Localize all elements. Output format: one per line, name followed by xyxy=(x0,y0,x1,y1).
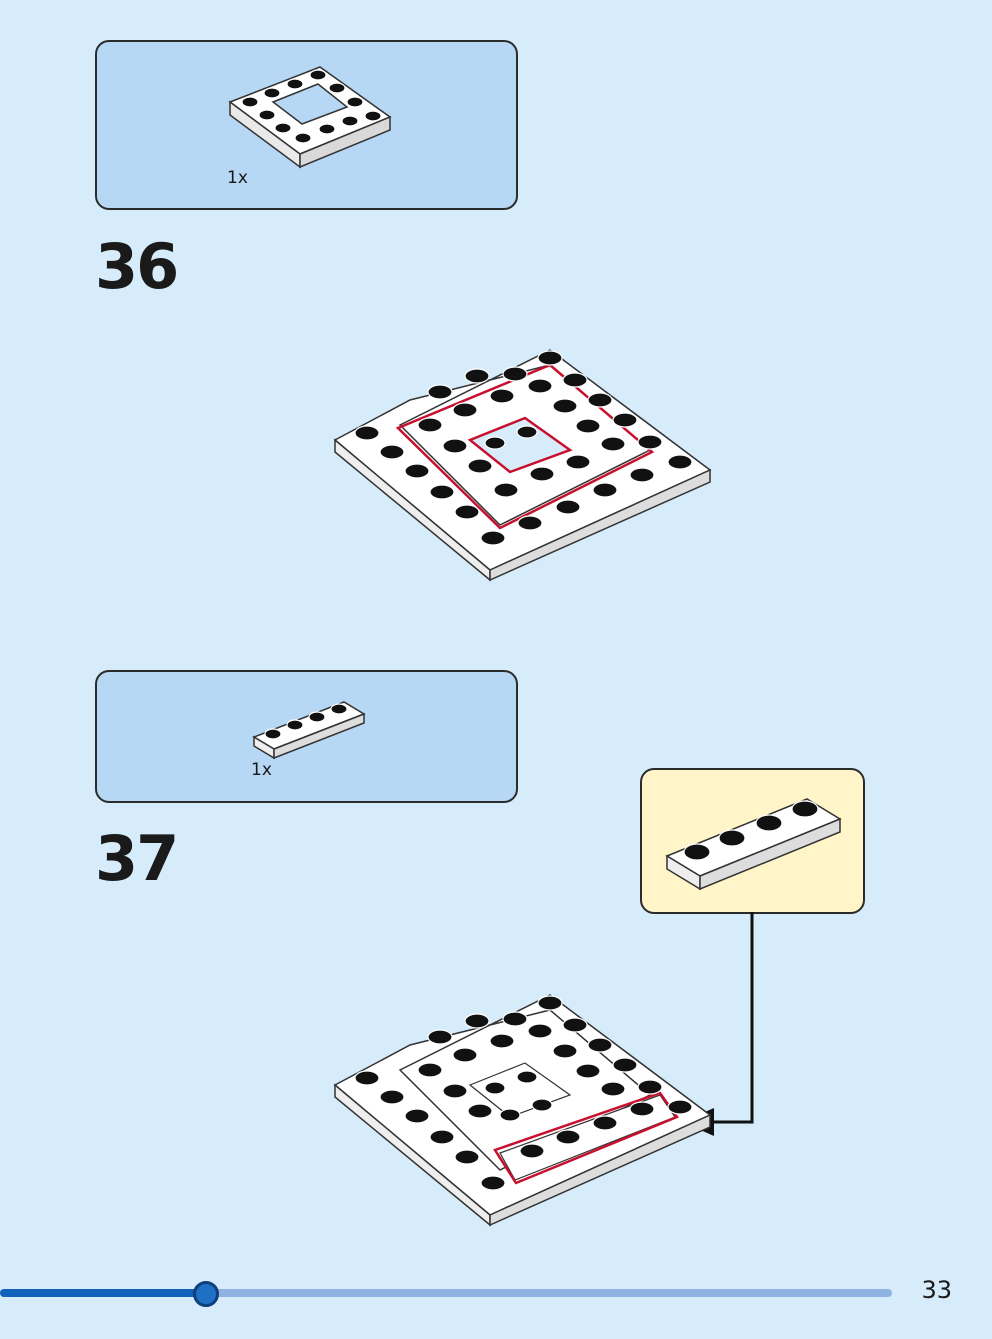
build-model-step-37 xyxy=(333,994,712,1227)
step-number: 37 xyxy=(95,822,179,895)
build-model-step-36 xyxy=(333,349,712,582)
progress-bar xyxy=(0,1281,892,1307)
plate-frame-4x4-icon xyxy=(228,66,392,169)
page-number: 33 xyxy=(921,1276,952,1304)
progress-track xyxy=(0,1289,892,1297)
progress-knob[interactable] xyxy=(193,1281,220,1307)
step-number: 36 xyxy=(95,230,179,303)
parts-box-step-36: 1x xyxy=(95,40,518,210)
progress-fill xyxy=(0,1289,206,1297)
plate-1x4-icon xyxy=(665,798,842,891)
plate-1x4-icon xyxy=(252,701,366,760)
callout-box xyxy=(640,768,865,914)
parts-quantity: 1x xyxy=(251,760,272,780)
parts-quantity: 1x xyxy=(227,168,248,188)
parts-box-step-37: 1x xyxy=(95,670,518,803)
